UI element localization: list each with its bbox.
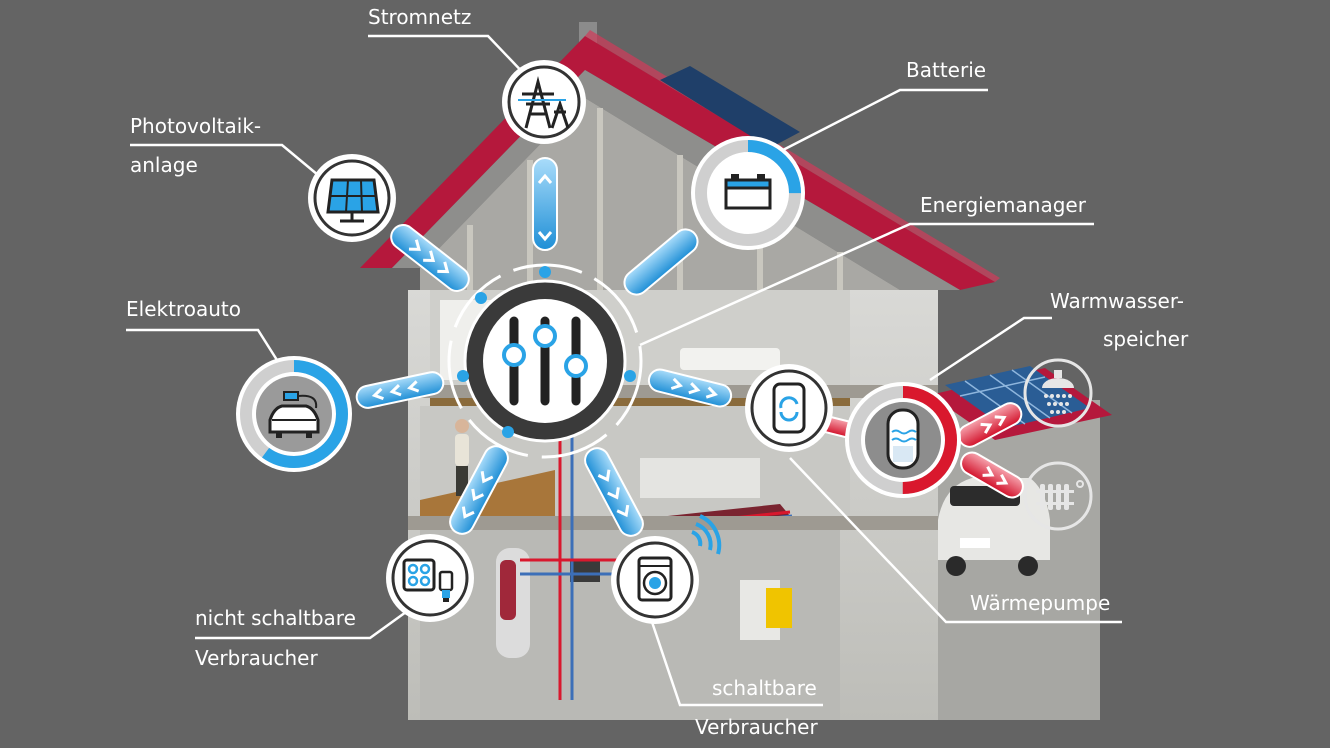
label-nicht-schaltbare-2: Verbraucher — [195, 646, 318, 670]
energiemanager-hub — [447, 263, 643, 459]
battery-level-arc — [695, 140, 801, 246]
water-tank-icon — [886, 408, 920, 470]
leader-nicht-schaltbare — [195, 610, 407, 640]
person — [455, 419, 469, 496]
nicht-schaltbare-node — [386, 534, 474, 622]
leader-elektroauto — [126, 328, 284, 369]
electric-car-icon — [268, 391, 320, 438]
roof — [360, 36, 995, 290]
grid-flow-arrow — [532, 157, 558, 251]
distribution-box — [570, 560, 600, 582]
switchable-flow-arrow — [584, 447, 644, 537]
battery-icon — [724, 174, 772, 210]
radiator-icon — [1036, 480, 1084, 510]
meter-box — [766, 588, 792, 628]
hub-outer-ring — [447, 263, 643, 459]
label-warmwasser-1: Warmwasser- — [1050, 289, 1184, 313]
label-energiemanager: Energiemanager — [920, 193, 1087, 217]
car-flow-arrow — [355, 371, 445, 409]
schaltbare-node — [611, 514, 722, 624]
heat-pump-icon — [772, 382, 806, 434]
leader-warmwasser — [929, 316, 1052, 382]
waermepumpe-node — [745, 364, 833, 452]
kitchen-counter — [640, 458, 760, 498]
label-warmwasser-2: speicher — [1103, 327, 1189, 351]
flow-arrows — [355, 157, 1024, 537]
label-waermepumpe: Wärmepumpe — [970, 591, 1110, 615]
leader-energiemanager — [639, 222, 1094, 347]
label-photovoltaik-2: anlage — [130, 153, 198, 177]
stove-bulb-icon — [402, 558, 454, 602]
heatpump-flow-arrow — [647, 368, 733, 408]
leader-schaltbare — [650, 621, 823, 707]
label-photovoltaik-1: Photovoltaik- — [130, 114, 261, 138]
shower-node — [1023, 358, 1093, 428]
hub-dots — [457, 266, 636, 438]
label-schaltbare-2: Verbraucher — [695, 715, 818, 739]
parked-car — [938, 478, 1050, 576]
stromnetz-node — [502, 60, 586, 144]
sofa — [680, 348, 780, 370]
pv-flow-arrow — [390, 224, 470, 292]
leader-waermepumpe — [789, 457, 1122, 624]
warmwasserspeicher-node — [845, 382, 961, 498]
batterie-node — [691, 136, 805, 250]
battery-flow-arrow — [623, 228, 699, 296]
leader-batterie — [782, 88, 988, 152]
power-tower-icon — [522, 76, 570, 129]
radiator-flow-arrow — [960, 451, 1024, 499]
labels: Stromnetz Batterie Photovoltaik- anlage … — [126, 5, 1189, 739]
roof-solar-panels — [660, 66, 800, 148]
washing-machine-icon — [637, 556, 673, 602]
label-nicht-schaltbare-1: nicht schaltbare — [195, 606, 356, 630]
radiator-node — [1023, 461, 1093, 531]
storage-level-arc — [849, 386, 957, 494]
label-leader-lines — [126, 34, 1122, 707]
shower-icon — [1042, 370, 1074, 414]
sliders-icon — [502, 316, 588, 406]
label-schaltbare-1: schaltbare — [712, 676, 817, 700]
leader-stromnetz — [368, 34, 531, 81]
car-level-arc — [240, 360, 348, 468]
photovoltaik-node — [308, 154, 396, 242]
label-batterie: Batterie — [906, 58, 986, 82]
label-elektroauto: Elektroauto — [126, 297, 241, 321]
wifi-signal-icon — [691, 514, 722, 555]
elektroauto-node — [236, 356, 352, 472]
leader-photovoltaik — [130, 143, 325, 181]
label-stromnetz: Stromnetz — [368, 5, 471, 29]
solar-panel-icon — [326, 178, 380, 223]
